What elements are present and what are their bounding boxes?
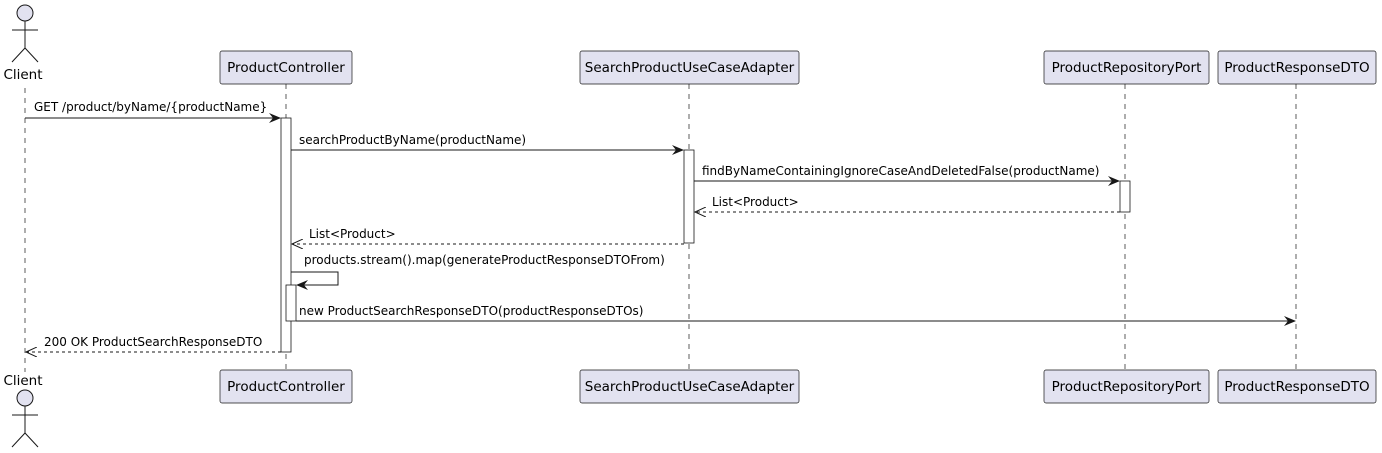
message-return-200-ok: 200 OK ProductSearchResponseDTO — [26, 335, 281, 352]
participant-productrepositoryport-bottom: ProductRepositoryPort — [1043, 369, 1210, 404]
participant-productcontroller-bottom: ProductController — [219, 369, 353, 404]
svg-text:findByNameContainingIgnoreCase: findByNameContainingIgnoreCaseAndDeleted… — [702, 164, 1099, 178]
svg-text:ProductController: ProductController — [227, 379, 345, 395]
svg-text:List<Product>: List<Product> — [712, 195, 799, 209]
svg-text:SearchProductUseCaseAdapter: SearchProductUseCaseAdapter — [585, 60, 795, 76]
message-return-list-product-1: List<Product> — [695, 195, 1120, 212]
participant-productcontroller-top: ProductController — [219, 50, 353, 85]
svg-text:new ProductSearchResponseDTO(p: new ProductSearchResponseDTO(productResp… — [299, 304, 643, 318]
svg-text:ProductResponseDTO: ProductResponseDTO — [1224, 60, 1369, 76]
participant-productresponsedto-top: ProductResponseDTO — [1217, 50, 1377, 85]
svg-text:products.stream().map(generate: products.stream().map(generateProductRes… — [304, 253, 665, 267]
svg-text:List<Product>: List<Product> — [309, 227, 396, 241]
message-new-product-search-response: new ProductSearchResponseDTO(productResp… — [296, 304, 1296, 326]
svg-text:ProductRepositoryPort: ProductRepositoryPort — [1052, 60, 1202, 76]
message-self-stream-map: products.stream().map(generateProductRes… — [291, 253, 665, 290]
activation-searchproductusecaseadapter — [683, 149, 695, 244]
actor-label-bottom: Client — [3, 373, 42, 389]
svg-text:ProductResponseDTO: ProductResponseDTO — [1224, 379, 1369, 395]
svg-text:ProductController: ProductController — [227, 60, 345, 76]
svg-text:GET /product/byName/{productNa: GET /product/byName/{productName} — [34, 100, 267, 114]
svg-text:200 OK ProductSearchResponseDT: 200 OK ProductSearchResponseDTO — [44, 335, 262, 349]
participant-searchproductusecaseadapter-top: SearchProductUseCaseAdapter — [579, 50, 800, 85]
message-search-product-by-name: searchProductByName(productName) — [291, 133, 684, 155]
stick-figure-actor-icon — [11, 4, 39, 63]
participant-searchproductusecaseadapter-bottom: SearchProductUseCaseAdapter — [579, 369, 800, 404]
activation-productcontroller — [280, 117, 292, 353]
stick-figure-actor-icon — [11, 389, 39, 448]
message-get-request: GET /product/byName/{productName} — [25, 100, 281, 123]
svg-text:SearchProductUseCaseAdapter: SearchProductUseCaseAdapter — [585, 379, 795, 395]
activation-productrepositoryport — [1119, 180, 1131, 213]
participant-productrepositoryport-top: ProductRepositoryPort — [1043, 50, 1210, 85]
svg-text:ProductRepositoryPort: ProductRepositoryPort — [1052, 379, 1202, 395]
activation-productcontroller-nested — [285, 284, 297, 322]
message-return-list-product-2: List<Product> — [292, 227, 684, 244]
message-find-by-name: findByNameContainingIgnoreCaseAndDeleted… — [694, 164, 1120, 186]
participant-productresponsedto-bottom: ProductResponseDTO — [1217, 369, 1377, 404]
actor-label-top: Client — [3, 67, 42, 83]
svg-text:searchProductByName(productNam: searchProductByName(productName) — [299, 133, 526, 147]
